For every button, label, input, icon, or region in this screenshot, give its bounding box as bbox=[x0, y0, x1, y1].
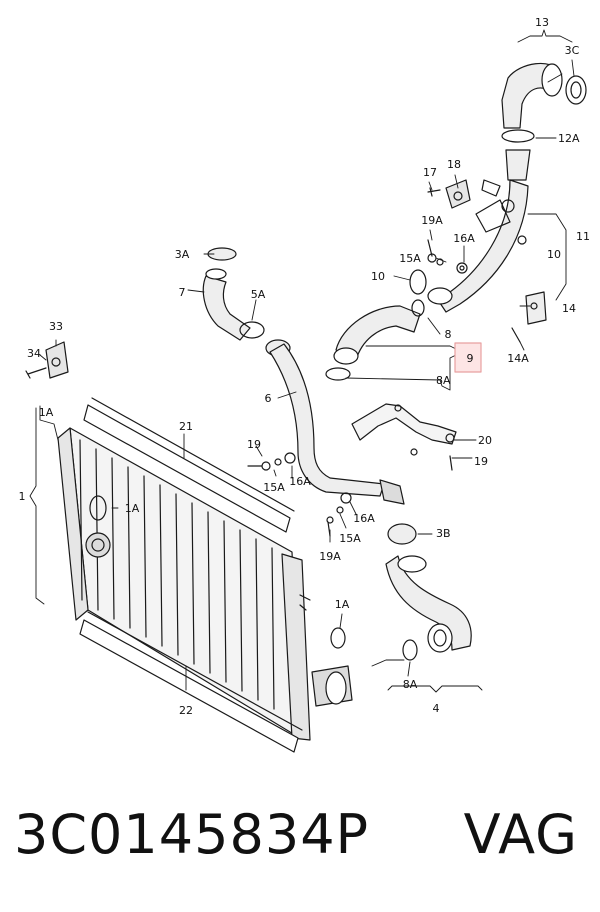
label-15a-top: 15A bbox=[399, 252, 421, 265]
callout-labels: 13 3C 12A 17 18 19A 16A 15A 11 10 10 3A … bbox=[19, 16, 591, 717]
label-16a-low: 16A bbox=[353, 512, 375, 525]
bracket-33 bbox=[25, 341, 69, 379]
label-22: 22 bbox=[179, 704, 193, 717]
label-21: 21 bbox=[179, 420, 193, 433]
label-11: 11 bbox=[576, 230, 590, 243]
label-3c: 3C bbox=[565, 44, 580, 57]
label-9: 9 bbox=[467, 352, 474, 365]
label-1a-right: 1A bbox=[335, 598, 350, 611]
label-8a-mid: 8A bbox=[436, 374, 451, 387]
label-19-mid: 19 bbox=[247, 438, 261, 451]
fasteners-low bbox=[326, 492, 352, 537]
label-15a-low: 15A bbox=[339, 532, 361, 545]
label-10-right: 10 bbox=[547, 248, 561, 261]
label-8a-low: 8A bbox=[403, 678, 418, 691]
label-16a-mid: 16A bbox=[289, 475, 311, 488]
label-19a-top: 19A bbox=[421, 214, 443, 227]
footer: 3C0145834P VAG bbox=[0, 790, 600, 900]
label-14a: 14A bbox=[507, 352, 529, 365]
label-4: 4 bbox=[433, 702, 440, 715]
leader-lines bbox=[29, 29, 575, 693]
label-34: 34 bbox=[27, 347, 41, 360]
bracket-14 bbox=[511, 291, 547, 343]
label-1: 1 bbox=[19, 490, 26, 503]
label-10-left: 10 bbox=[371, 270, 385, 283]
label-19-right: 19 bbox=[474, 455, 488, 468]
fasteners-mid bbox=[247, 452, 296, 471]
charge-pipe-8 bbox=[325, 287, 453, 381]
label-16a-top: 16A bbox=[453, 232, 475, 245]
label-3b: 3B bbox=[436, 527, 451, 540]
label-6: 6 bbox=[265, 392, 272, 405]
label-3a: 3A bbox=[175, 248, 190, 261]
label-33: 33 bbox=[49, 320, 63, 333]
bracket-20 bbox=[351, 403, 457, 471]
label-14: 14 bbox=[562, 302, 576, 315]
part-number: 3C0145834P bbox=[14, 803, 370, 866]
highlight-box-9 bbox=[454, 342, 482, 373]
fasteners-top bbox=[427, 239, 468, 274]
hose-4 bbox=[385, 523, 472, 661]
label-8: 8 bbox=[445, 328, 452, 341]
label-1a-left: 1A bbox=[39, 406, 54, 419]
label-13: 13 bbox=[535, 16, 549, 29]
label-12a: 12A bbox=[558, 132, 580, 145]
intercooler-core bbox=[57, 397, 353, 753]
charge-pipe-6 bbox=[265, 339, 405, 505]
brand-name: VAG bbox=[463, 803, 578, 866]
parts-diagram: 13 3C 12A 17 18 19A 16A 15A 11 10 10 3A … bbox=[19, 16, 591, 753]
hose-7 bbox=[202, 247, 265, 341]
sensor-18 bbox=[427, 179, 511, 233]
label-19a-low: 19A bbox=[319, 550, 341, 563]
label-5a: 5A bbox=[251, 288, 266, 301]
label-7: 7 bbox=[179, 286, 186, 299]
label-17: 17 bbox=[423, 166, 437, 179]
label-1a-inner: 1A bbox=[125, 502, 140, 515]
label-15a-mid: 15A bbox=[263, 481, 285, 494]
o-ring-10 bbox=[409, 269, 427, 295]
label-20: 20 bbox=[478, 434, 492, 447]
label-18: 18 bbox=[447, 158, 461, 171]
